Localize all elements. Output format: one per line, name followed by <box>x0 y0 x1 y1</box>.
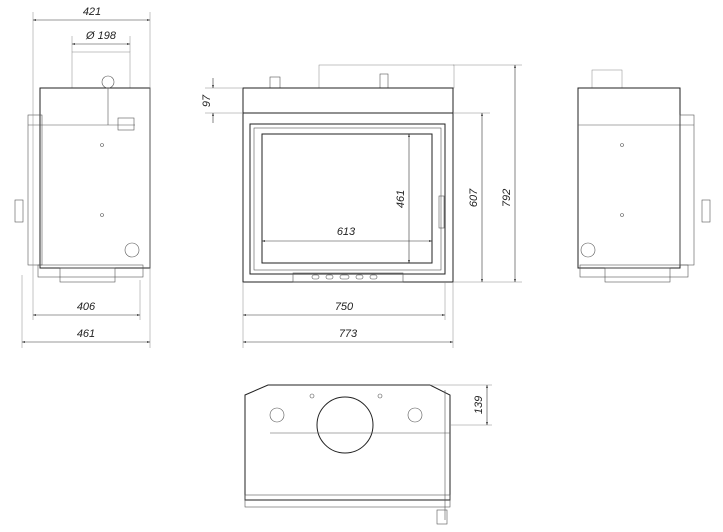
dim-top-band-height: 97 <box>201 94 213 107</box>
dim-total-depth: 461 <box>77 328 95 340</box>
left-side-view: 421 Ø 198 406 461 <box>14 6 151 348</box>
dim-base-depth: 406 <box>77 301 96 313</box>
right-side-view <box>577 69 711 283</box>
dim-flue-offset: 139 <box>473 396 485 414</box>
dim-glass-height: 461 <box>395 190 407 208</box>
dim-glass-width: 613 <box>337 226 356 238</box>
dim-door-height: 607 <box>468 188 480 207</box>
door-handle <box>438 195 445 229</box>
dim-inner-width: 750 <box>335 301 354 313</box>
front-view: 97 613 461 607 792 750 773 <box>201 64 522 348</box>
top-view: 139 <box>244 384 492 525</box>
control-knobs <box>311 274 378 280</box>
dim-top-width: 421 <box>83 6 101 18</box>
dim-total-width: 773 <box>339 328 358 340</box>
dim-total-height: 792 <box>501 189 513 207</box>
dim-flue-diameter: Ø 198 <box>85 30 117 42</box>
